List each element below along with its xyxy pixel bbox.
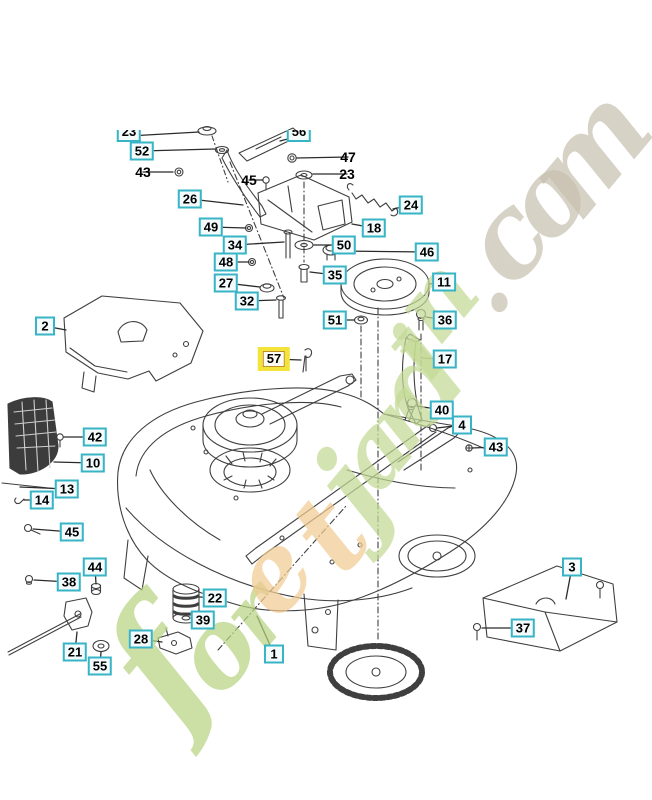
part-number: 21 — [67, 644, 83, 660]
part-number: 55 — [92, 658, 108, 674]
part-number: 36 — [437, 312, 453, 328]
part-number: 22 — [207, 590, 223, 606]
part-label-17[interactable]: 17 — [432, 349, 458, 369]
part-number: 38 — [61, 574, 77, 590]
cover-3-drawing — [472, 565, 618, 652]
part-label-2[interactable]: 2 — [35, 316, 55, 336]
part-label-52[interactable]: 52 — [129, 141, 155, 161]
deflector-10-drawing — [7, 397, 59, 475]
part-label-37[interactable]: 37 — [510, 618, 536, 638]
part-number: 49 — [203, 219, 219, 235]
part-label-56[interactable]: 56 — [286, 130, 312, 142]
part-label-42[interactable]: 42 — [82, 427, 108, 447]
part-number: 14 — [34, 492, 50, 508]
part-label-48[interactable]: 48 — [213, 252, 239, 272]
part-number: 46 — [419, 244, 435, 260]
part-label-47[interactable]: 47 — [340, 149, 356, 165]
part-number: 39 — [195, 612, 211, 628]
part-number: 18 — [366, 220, 382, 236]
part-label-1[interactable]: 1 — [264, 644, 284, 664]
part-label-44[interactable]: 44 — [82, 557, 108, 577]
part-number: 40 — [434, 402, 450, 418]
part-label-51[interactable]: 51 — [322, 310, 348, 330]
part-number: 11 — [437, 274, 451, 290]
part-label-38[interactable]: 38 — [56, 572, 82, 592]
part-number: 26 — [182, 191, 198, 207]
part-label-21[interactable]: 21 — [62, 642, 88, 662]
part-label-18[interactable]: 18 — [361, 218, 387, 238]
part-label-32[interactable]: 32 — [234, 291, 260, 311]
part-number: 44 — [87, 559, 103, 575]
part-label-28[interactable]: 28 — [128, 629, 154, 649]
part-label-10[interactable]: 10 — [80, 453, 106, 473]
part-number: 10 — [85, 455, 101, 471]
part-number: 45 — [241, 172, 257, 188]
part-label-57[interactable]: 57 — [257, 347, 291, 371]
part-number: 43 — [488, 439, 504, 455]
part-number: 32 — [239, 293, 255, 309]
part-number: 23 — [121, 130, 137, 139]
part-number: 50 — [336, 237, 352, 253]
part-number: 56 — [291, 130, 307, 139]
part-label-24[interactable]: 24 — [398, 195, 424, 215]
part-label-36[interactable]: 36 — [432, 310, 458, 330]
belt-keeper-17-drawing — [401, 333, 423, 425]
part-number: 47 — [340, 149, 356, 165]
part-label-22[interactable]: 22 — [202, 588, 228, 608]
part-number: 28 — [133, 631, 149, 647]
part-label-45[interactable]: 45 — [59, 522, 85, 542]
part-number: 37 — [515, 620, 531, 636]
part-label-55[interactable]: 55 — [87, 656, 113, 676]
part-number: 13 — [59, 481, 75, 497]
part-number: 43 — [135, 164, 151, 180]
part-number: 52 — [134, 143, 150, 159]
part-label-26[interactable]: 26 — [177, 189, 203, 209]
part-number: 57 — [262, 351, 286, 367]
part-label-13[interactable]: 13 — [54, 479, 80, 499]
part-label-46[interactable]: 46 — [414, 242, 440, 262]
part-label-40[interactable]: 40 — [429, 400, 455, 420]
part-number: 42 — [87, 429, 103, 445]
part-number: 1 — [270, 646, 278, 662]
part-number: 4 — [458, 417, 466, 433]
part-label-27[interactable]: 27 — [213, 273, 239, 293]
part-label-23[interactable]: 23 — [116, 130, 142, 142]
part-number: 45 — [64, 524, 80, 540]
spindle-assembly-drawing — [202, 373, 463, 493]
part-label-50[interactable]: 50 — [331, 235, 357, 255]
part-number: 51 — [327, 312, 343, 328]
part-label-49[interactable]: 49 — [198, 217, 224, 237]
deck-housing-drawing — [116, 387, 518, 651]
part-label-45[interactable]: 45 — [241, 172, 257, 188]
part-label-43[interactable]: 43 — [135, 164, 151, 180]
left-hardware-drawing — [1, 433, 347, 656]
front-wheel-drawing — [327, 643, 425, 701]
part-number: 2 — [41, 318, 49, 334]
part-label-14[interactable]: 14 — [29, 490, 55, 510]
part-label-43[interactable]: 43 — [483, 437, 509, 457]
part-label-11[interactable]: 11 — [432, 272, 456, 292]
part-number: 48 — [218, 254, 234, 270]
part-number: 17 — [437, 351, 453, 367]
cover-2-drawing — [63, 295, 204, 393]
part-label-4[interactable]: 4 — [452, 415, 472, 435]
part-label-39[interactable]: 39 — [190, 610, 216, 630]
part-label-35[interactable]: 35 — [322, 265, 348, 285]
part-number: 24 — [403, 197, 419, 213]
part-number: 35 — [327, 267, 343, 283]
part-number: 3 — [568, 559, 576, 575]
part-number: 27 — [218, 275, 234, 291]
part-number: 34 — [227, 237, 243, 253]
part-label-23[interactable]: 23 — [339, 166, 355, 182]
part-number: 23 — [339, 166, 355, 182]
part-label-3[interactable]: 3 — [562, 557, 582, 577]
